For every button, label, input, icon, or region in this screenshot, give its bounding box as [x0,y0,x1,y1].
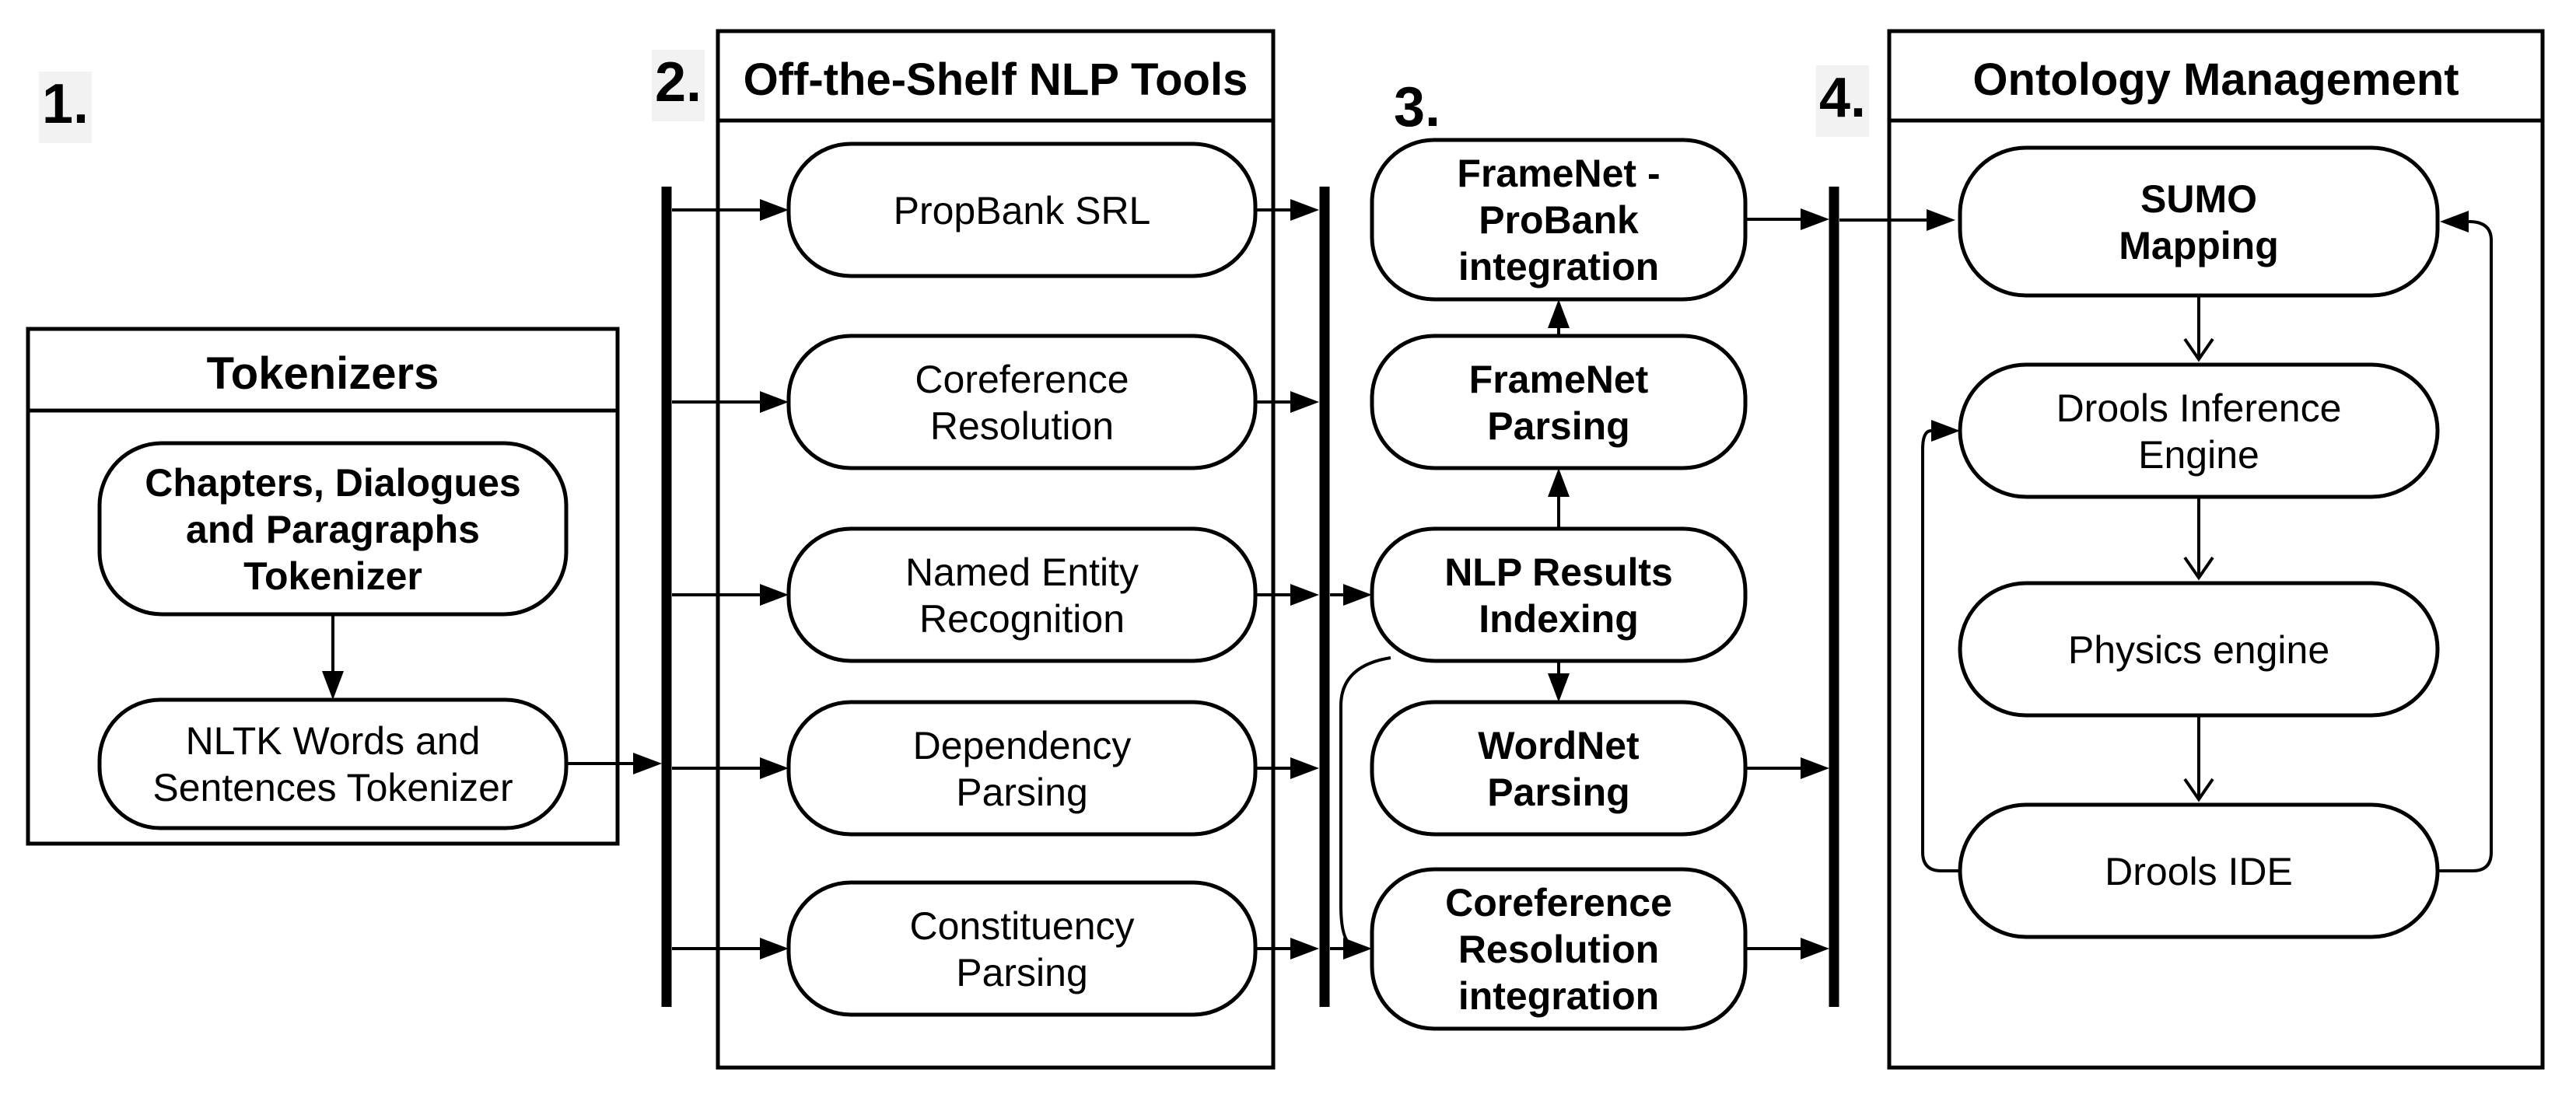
stage-4-number: 4. [1819,67,1866,129]
connectors-nlp-tools-to-bus2 [1255,199,1319,959]
svg-text:Mapping: Mapping [2119,224,2279,267]
node-nltk-words-sentences-tokenizer: NLTK Words and Sentences Tokenizer [97,697,569,830]
node-physics-engine: Physics engine [1958,581,2440,718]
svg-text:Indexing: Indexing [1479,597,1639,641]
svg-text:Named Entity: Named Entity [905,550,1139,594]
connector-nlp-results-to-coreference-integration [1339,656,1391,947]
feedback-drools-ide-to-drools-engine [1921,420,1960,872]
stage-1-tokenizers: Tokenizers Chapters, Dialogues and Parag… [26,327,620,846]
tokenizers-title: Tokenizers [207,348,439,399]
svg-text:Parsing: Parsing [956,771,1088,814]
connectors-stage3-to-bus3 [1745,208,1829,959]
svg-text:NLTK Words and: NLTK Words and [186,719,481,763]
stage-3-label: 3. [1394,76,1440,138]
stage-3-number: 3. [1394,76,1440,138]
svg-text:Dependency: Dependency [913,724,1132,767]
stage-1-label-chip [39,72,92,143]
node-coreference-resolution-integration: Coreference Resolution integration [1370,867,1748,1031]
node-framenet-probank-integration: FrameNet - ProBank integration [1370,138,1748,302]
stage-2-label: 2. [652,50,705,121]
nlp-tools-outer-box [716,29,1276,1070]
svg-text:PropBank SRL: PropBank SRL [894,189,1151,232]
svg-text:Engine: Engine [2138,433,2259,477]
svg-text:Physics engine: Physics engine [2068,628,2329,672]
stage-4-ontology-management: Ontology Management SUMO Mapping Drools … [1887,29,2545,1070]
stage-1-number: 1. [42,73,89,135]
svg-text:ProBank: ProBank [1479,198,1639,242]
stage-4-label-chip [1816,65,1869,137]
stage-2-off-the-shelf-nlp-tools: Off-the-Shelf NLP Tools PropBank SRL Cor… [672,29,1319,1070]
node-chapters-dialogues-paragraphs-tokenizer: Chapters, Dialogues and Paragraphs Token… [97,441,569,617]
stage-2-label-chip [652,50,705,121]
node-constituency-parsing: Constituency Parsing [786,880,1258,1017]
node-propbank-srl: PropBank SRL [786,142,1258,278]
svg-text:Recognition: Recognition [919,597,1125,641]
ontology-outer-box [1887,29,2545,1070]
svg-text:integration: integration [1458,974,1659,1018]
svg-text:Parsing: Parsing [1487,404,1629,448]
node-framenet-parsing: FrameNet Parsing [1370,334,1748,470]
svg-text:SUMO: SUMO [2140,177,2257,221]
nlp-tools-title: Off-the-Shelf NLP Tools [744,54,1248,105]
stage-3-integration-column: FrameNet - ProBank integration FrameNet … [1330,138,1829,1031]
svg-text:NLP Results: NLP Results [1444,550,1673,594]
node-coreference-resolution: Coreference Resolution [786,334,1258,470]
svg-text:Drools IDE: Drools IDE [2105,850,2293,893]
svg-text:WordNet: WordNet [1478,724,1640,767]
svg-text:FrameNet -: FrameNet - [1457,152,1660,195]
svg-text:Parsing: Parsing [956,951,1088,994]
stage-4-label: 4. [1816,65,1869,137]
node-sumo-mapping: SUMO Mapping [1958,145,2440,298]
node-dependency-parsing: Dependency Parsing [786,700,1258,837]
svg-text:Resolution: Resolution [930,404,1114,448]
svg-text:Coreference: Coreference [915,358,1129,401]
node-wordnet-parsing: WordNet Parsing [1370,700,1748,837]
svg-text:Constituency: Constituency [909,904,1134,948]
svg-text:and Paragraphs: and Paragraphs [186,508,480,551]
svg-text:Sentences Tokenizer: Sentences Tokenizer [152,766,513,809]
svg-text:integration: integration [1458,245,1659,288]
svg-text:Resolution: Resolution [1458,928,1659,971]
svg-text:Chapters, Dialogues: Chapters, Dialogues [145,461,520,505]
connectors-bus1-to-nlp-tools [672,199,789,959]
svg-text:Coreference: Coreference [1445,881,1672,924]
svg-text:Tokenizer: Tokenizer [243,554,422,598]
svg-text:Drools Inference: Drools Inference [2056,386,2342,430]
stage-2-number: 2. [655,51,702,114]
node-drools-ide: Drools IDE [1958,802,2440,939]
ontology-title: Ontology Management [1972,54,2459,105]
feedback-drools-ide-to-sumo-mapping [2438,211,2493,872]
node-nlp-results-indexing: NLP Results Indexing [1370,526,1748,663]
svg-text:Parsing: Parsing [1487,771,1629,814]
tokenizers-outer-box [26,327,620,846]
svg-text:FrameNet: FrameNet [1469,358,1649,401]
node-drools-inference-engine: Drools Inference Engine [1958,362,2440,499]
stage-1-label: 1. [39,72,92,143]
node-named-entity-recognition: Named Entity Recognition [786,526,1258,663]
